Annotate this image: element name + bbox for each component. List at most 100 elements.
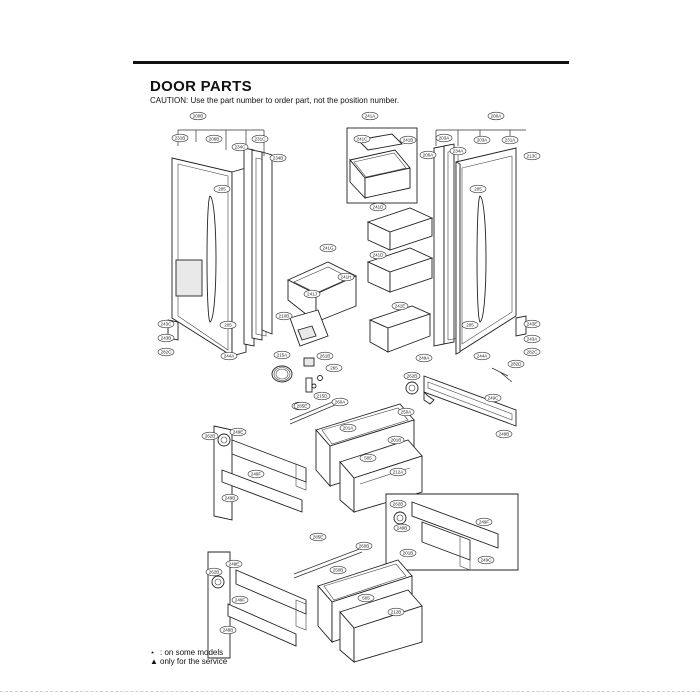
part-label-drawer1-gasket-strip: 285E <box>293 401 311 411</box>
part-label-text: 505 <box>364 456 372 461</box>
part-label-oval <box>475 517 493 527</box>
part-label-text: 200B <box>193 114 204 119</box>
part-label-oval <box>389 499 407 509</box>
part-label-text: 243A <box>527 337 538 342</box>
part-label-left-rail-1-b: 249F <box>247 469 265 479</box>
part-label-bin-middle-b: 241J <box>303 289 321 299</box>
part-label-right-rail-2-c: 249B <box>393 523 411 533</box>
part-label-text: 234A <box>453 149 464 154</box>
part-label-oval <box>205 134 223 144</box>
part-label-left-rail-2-b: 249F <box>231 595 249 605</box>
triangle-symbol: ▲ <box>150 657 158 666</box>
part-label-right-hinge-2: 243A <box>523 334 541 344</box>
part-label-text: 262B <box>205 434 216 439</box>
part-label-oval <box>387 607 405 617</box>
part-label-oval <box>461 320 479 330</box>
part-label-right-door-2: 203A <box>473 135 491 145</box>
left-rail-1 <box>213 425 307 521</box>
part-label-text: 249C <box>481 558 493 563</box>
left-rail-2 <box>207 551 307 659</box>
part-label-bin-middle-group: 241G <box>319 243 337 253</box>
part-label-text: 241E <box>395 304 406 309</box>
part-label-text: 241J <box>307 292 317 297</box>
part-label-text: 212B <box>391 610 402 615</box>
part-label-bin-middle-a: 241H <box>337 272 355 282</box>
part-label-text: 249E <box>229 562 240 567</box>
part-label-text: 249F <box>235 598 246 603</box>
part-label-oval <box>399 548 417 558</box>
part-label-oval <box>359 453 377 463</box>
part-label-oval <box>157 347 175 357</box>
part-label-dispenser-part-2: 265 <box>325 363 343 373</box>
part-label-left-door-cap: 244A <box>220 351 238 361</box>
right-upper-rail <box>405 367 517 427</box>
part-label-text: 249B <box>225 496 236 501</box>
part-label-oval <box>387 435 405 445</box>
part-label-oval <box>473 135 491 145</box>
part-label-oval <box>319 243 337 253</box>
bottom-divider <box>0 691 700 692</box>
part-label-oval <box>523 347 541 357</box>
part-label-right-door-group: 200A <box>487 111 505 121</box>
part-label-text: 285E <box>297 404 308 409</box>
part-label-text: 201A <box>343 426 354 431</box>
right-bins <box>366 207 434 353</box>
caution-note: CAUTION: Use the part number to order pa… <box>150 96 400 105</box>
part-label-water-coil: 215A <box>273 350 291 360</box>
part-label-drawer2-gasket-strip: 285E <box>309 532 327 542</box>
part-label-text: 249F <box>479 520 490 525</box>
part-label-drawer2-gasket: 260B <box>355 541 373 551</box>
part-label-text: 200A <box>491 114 502 119</box>
part-label-oval <box>487 111 505 121</box>
part-label-drawer1-front-b: 201A <box>339 423 357 433</box>
part-label-oval <box>201 431 219 441</box>
part-label-right-rail-2-a: 249C <box>477 555 495 565</box>
part-label-text: 285E <box>313 535 324 540</box>
part-label-oval <box>449 146 467 156</box>
part-label-left-hinge-3: 282C <box>157 347 175 357</box>
part-label-oval <box>484 393 502 403</box>
part-label-left-door-panel: 205 <box>213 184 231 194</box>
part-label-text: 241D <box>373 253 385 258</box>
part-label-text: 231A <box>505 138 516 143</box>
part-label-text: 203A <box>477 138 488 143</box>
part-label-right-door-3: 231A <box>501 135 519 145</box>
part-label-right-door-5: 206A <box>419 150 437 160</box>
part-label-left-door-4: 231C <box>251 134 269 144</box>
part-label-text: 241G <box>322 246 334 251</box>
legend-star-text: : on some models <box>160 648 224 657</box>
part-label-left-door-3: 234C <box>231 142 249 152</box>
part-label-oval <box>213 184 231 194</box>
part-label-text: 213C <box>527 154 539 159</box>
part-label-left-rail-2-roller: 262B <box>205 567 223 577</box>
part-label-drawer1-rail-a: 249C <box>484 393 502 403</box>
part-label-right-hinge-3: 282C <box>523 347 541 357</box>
part-label-text: 243C <box>161 322 173 327</box>
part-label-text: 203A <box>439 136 450 141</box>
part-label-oval <box>229 427 247 437</box>
top-rule <box>133 61 569 64</box>
part-label-text: 249E <box>233 430 244 435</box>
part-label-text: 231C <box>255 137 267 142</box>
part-label-right-door-6: 234A <box>449 146 467 156</box>
part-label-left-rail-1-c: 249B <box>221 493 239 503</box>
part-label-oval <box>225 559 243 569</box>
part-label-oval <box>219 625 237 635</box>
part-label-left-rail-1-roller: 262B <box>201 431 219 441</box>
part-label-text: 210B <box>279 314 290 319</box>
part-label-text: 234C <box>235 145 247 150</box>
part-label-text: 244A <box>477 354 488 359</box>
part-label-right-hinge-1: 243E <box>523 319 541 329</box>
part-label-left-hinge-1: 243C <box>157 319 175 329</box>
part-label-text: 260A <box>335 400 346 405</box>
top-bins <box>349 133 411 200</box>
part-label-text: 249A <box>419 356 430 361</box>
part-label-oval <box>361 111 379 121</box>
part-label-text: 282D <box>511 362 523 367</box>
part-label-text: 205 <box>466 323 474 328</box>
part-label-text: 249F <box>251 472 262 477</box>
part-label-text: 243E <box>527 322 538 327</box>
part-label-bin-group-top: 241A <box>361 111 379 121</box>
part-label-text: 265 <box>330 366 338 371</box>
part-label-oval <box>329 565 347 575</box>
